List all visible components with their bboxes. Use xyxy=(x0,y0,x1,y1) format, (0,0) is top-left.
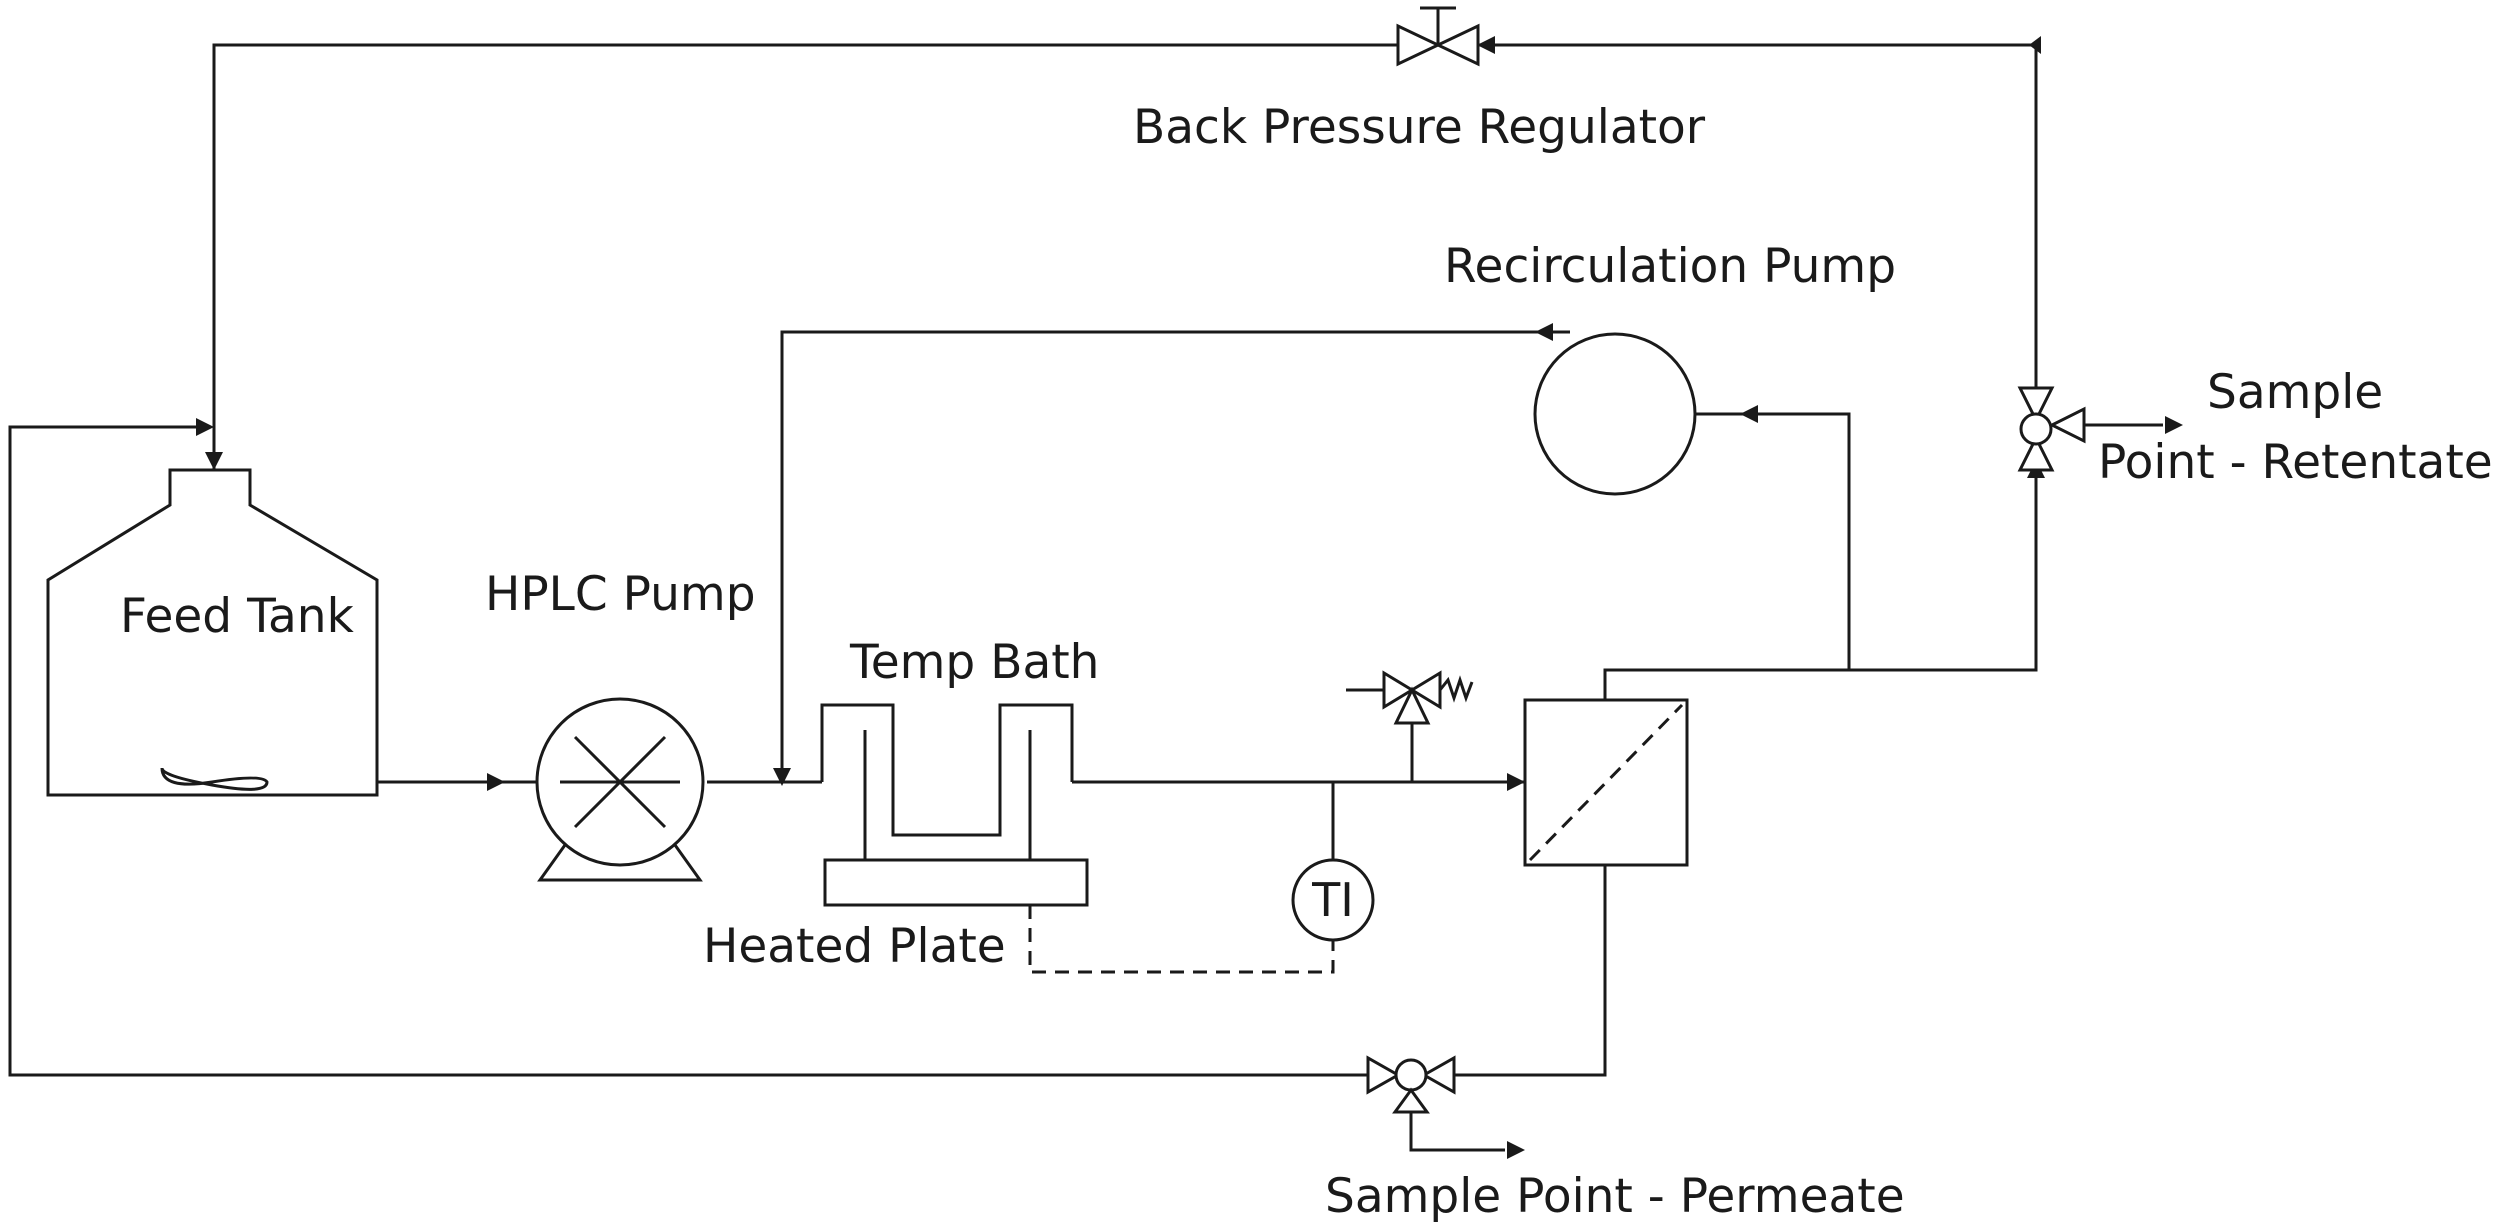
hplc-pump[interactable] xyxy=(535,697,705,882)
arrow-into-hplc-pump xyxy=(487,773,505,791)
feed-tank[interactable] xyxy=(46,468,379,797)
recirculation-line xyxy=(780,330,1570,782)
permeate-sample-valve[interactable] xyxy=(1366,1055,1456,1114)
hplc-pump-label: HPLC Pump xyxy=(485,567,756,622)
temperature-indicator-label: TI xyxy=(1311,873,1354,927)
arrow-top-right-corner xyxy=(2029,36,2041,54)
recirculation-pump-label: Recirculation Pump xyxy=(1444,239,1896,294)
permeate-sample-line xyxy=(1409,1108,1505,1152)
retentate-return-line xyxy=(212,43,2038,635)
permeate-return-line xyxy=(8,425,1607,1077)
temperature-indicator[interactable]: TI xyxy=(1291,858,1375,942)
temp-bath[interactable] xyxy=(820,703,1074,860)
heated-plate[interactable] xyxy=(823,858,1089,907)
arrow-recirc-into-feed xyxy=(773,768,791,786)
membrane-module[interactable] xyxy=(1523,698,1689,867)
temp-bath-label: Temp Bath xyxy=(849,635,1099,690)
heated-plate-label: Heated Plate xyxy=(703,919,1006,974)
feed-tank-agitator-icon xyxy=(160,767,269,791)
pressure-relief-valve[interactable] xyxy=(1346,670,1474,725)
arrow-retentate-sample-out xyxy=(2165,416,2183,434)
retentate-sample-valve[interactable] xyxy=(2017,386,2086,472)
arrow-permeate-into-tank xyxy=(196,418,214,436)
heated-plate-signal-line xyxy=(1028,905,1335,974)
recirc-pump-inlet-line xyxy=(1625,412,1851,670)
back-pressure-regulator-valve[interactable] xyxy=(1396,6,1480,67)
arrow-into-membrane xyxy=(1507,773,1525,791)
arrow-into-feed-tank xyxy=(205,452,223,470)
back-pressure-regulator-label: Back Pressure Regulator xyxy=(1133,100,1706,155)
arrow-permeate-sample-out xyxy=(1507,1141,1525,1159)
retentate-outlet-line xyxy=(1603,462,2038,700)
recirculation-pump[interactable] xyxy=(1533,332,1697,496)
arrow-recirc-branch xyxy=(1740,405,1758,423)
arrow-bpr-flow xyxy=(1477,36,1495,54)
feed-tank-label: Feed Tank xyxy=(120,589,355,644)
sample-permeate-label: Sample Point - Permeate xyxy=(1325,1169,1905,1224)
arrow-recirc-out xyxy=(1535,323,1553,341)
sample-retentate-label-line2: Point - Retentate xyxy=(2098,435,2493,490)
sample-retentate-label-line1: Sample xyxy=(2207,365,2383,420)
